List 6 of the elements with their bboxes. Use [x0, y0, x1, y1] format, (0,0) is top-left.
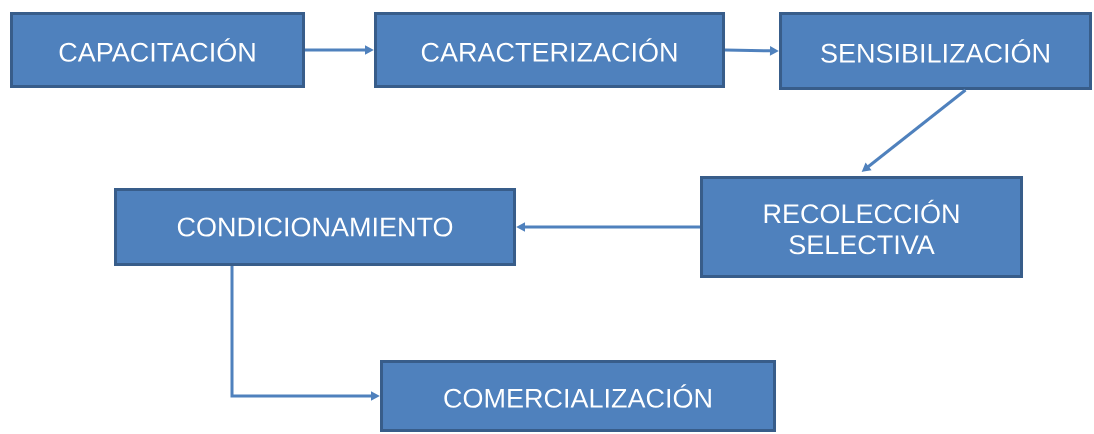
- process-box: SENSIBILIZACIÓN: [779, 12, 1092, 90]
- process-box: RECOLECCIÓN SELECTIVA: [700, 176, 1023, 278]
- process-box: CAPACITACIÓN: [10, 12, 305, 88]
- process-box: COMERCIALIZACIÓN: [380, 360, 776, 432]
- process-box: CARACTERIZACIÓN: [374, 12, 725, 88]
- process-box: CONDICIONAMIENTO: [114, 188, 516, 266]
